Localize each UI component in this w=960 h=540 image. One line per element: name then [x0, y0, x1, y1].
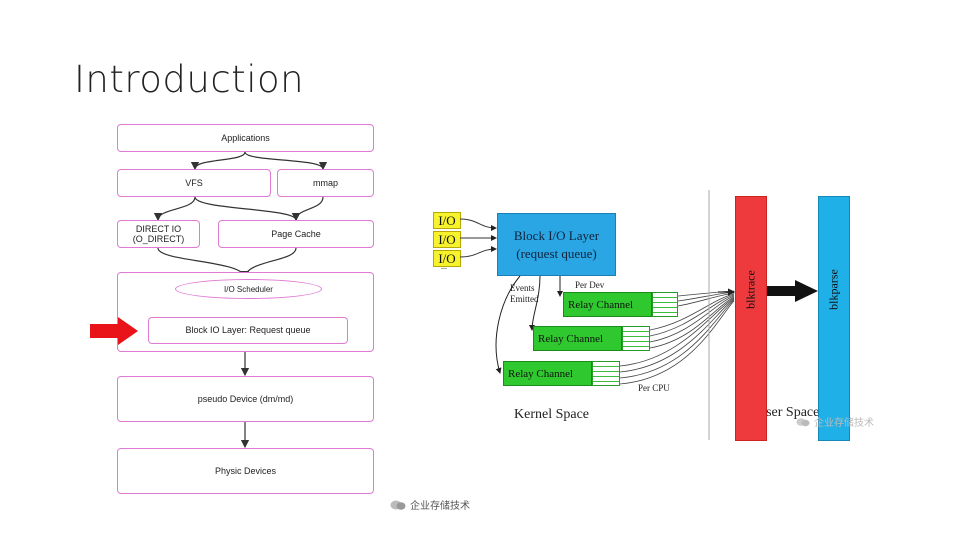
physic-devices-label: Physic Devices — [214, 465, 277, 476]
physic-devices-box: Physic Devices — [117, 448, 374, 494]
relay-buffer-3 — [592, 361, 620, 386]
direct-io-flag-label: (O_DIRECT) — [132, 234, 185, 244]
arrow-io1-to-block — [459, 218, 497, 231]
page-cache-box: Page Cache — [218, 220, 374, 248]
vfs-box: VFS — [117, 169, 271, 197]
bottom-watermark-text: 企业存储技术 — [410, 501, 470, 512]
emitted-label: Emitted — [510, 294, 539, 304]
relay-buffer-1 — [652, 292, 678, 317]
right-watermark: 企业存储技术 — [796, 414, 874, 429]
io-more-marker: ... — [441, 262, 447, 271]
io-box-2: I/O — [433, 231, 461, 248]
block-io-layer-label: Block IO Layer: Request queue — [185, 325, 311, 336]
events-emitted-label: Events Emitted — [510, 283, 539, 305]
arrow-io3-to-block — [459, 246, 497, 258]
relay-channel-2: Relay Channel — [533, 326, 622, 351]
vfs-label: VFS — [185, 177, 203, 188]
io-label: I/O — [438, 231, 456, 247]
direct-io-label: DIRECT IO — [135, 223, 182, 234]
block-io-layer-box: Block IO Layer: Request queue — [148, 317, 348, 344]
blkparse-label: blkparse — [826, 269, 841, 310]
per-dev-label: Per Dev — [575, 280, 605, 290]
arrow-app-to-mmap — [244, 151, 328, 171]
pseudo-device-label: pseudo Device (dm/md) — [197, 393, 294, 404]
arrow-mmap-to-pagecache — [291, 196, 324, 222]
direct-io-box: DIRECT IO (O_DIRECT) — [117, 220, 200, 248]
slide-title: Introduction — [74, 58, 305, 101]
block-io-layer-box: Block I/O Layer (request queue) — [497, 213, 616, 276]
right-watermark-text: 企业存储技术 — [814, 418, 874, 429]
mmap-box: mmap — [277, 169, 374, 197]
io-label: I/O — [438, 212, 456, 228]
block-io-layer-title: Block I/O Layer — [513, 227, 600, 243]
applications-label: Applications — [221, 132, 270, 143]
relay-buffer-2 — [622, 326, 650, 351]
wechat-icon — [796, 417, 810, 426]
relay-channel-label: Relay Channel — [538, 332, 604, 345]
red-pointer-arrow-icon — [90, 317, 138, 345]
arrow-vfs-to-directio — [153, 196, 196, 222]
block-io-layer-subtitle: (request queue) — [516, 245, 597, 261]
relay-channel-3: Relay Channel — [503, 361, 592, 386]
arrow-app-to-vfs — [190, 151, 246, 171]
pseudo-device-box: pseudo Device (dm/md) — [117, 376, 374, 422]
blktrace-label: blktrace — [743, 270, 758, 309]
bottom-watermark: 企业存储技术 — [390, 497, 470, 512]
relay-channel-label: Relay Channel — [508, 367, 574, 380]
user-space-label: User Space — [756, 405, 820, 420]
io-box-1: I/O — [433, 212, 461, 229]
arrow-block-to-relay2 — [529, 275, 541, 331]
events-label: Events — [510, 283, 535, 293]
arrow-block-to-relay3 — [495, 275, 521, 374]
blkparse-bar — [818, 196, 850, 441]
wechat-icon — [390, 500, 406, 510]
blktrace-to-blkparse-arrow-icon — [767, 280, 818, 302]
relay-channel-label: Relay Channel — [568, 298, 634, 311]
io-box-3: I/O — [433, 250, 461, 267]
io-scheduler-ellipse: I/O Scheduler — [175, 279, 322, 299]
io-label: I/O — [438, 250, 456, 266]
per-cpu-label: Per CPU — [638, 383, 670, 393]
relay-channel-1: Relay Channel — [563, 292, 652, 317]
blktrace-bar — [735, 196, 767, 441]
kernel-space-label: Kernel Space — [514, 407, 590, 422]
page-cache-label: Page Cache — [271, 228, 321, 239]
mmap-label: mmap — [312, 177, 338, 188]
applications-box: Applications — [117, 124, 374, 152]
io-scheduler-label: I/O Scheduler — [224, 284, 273, 294]
